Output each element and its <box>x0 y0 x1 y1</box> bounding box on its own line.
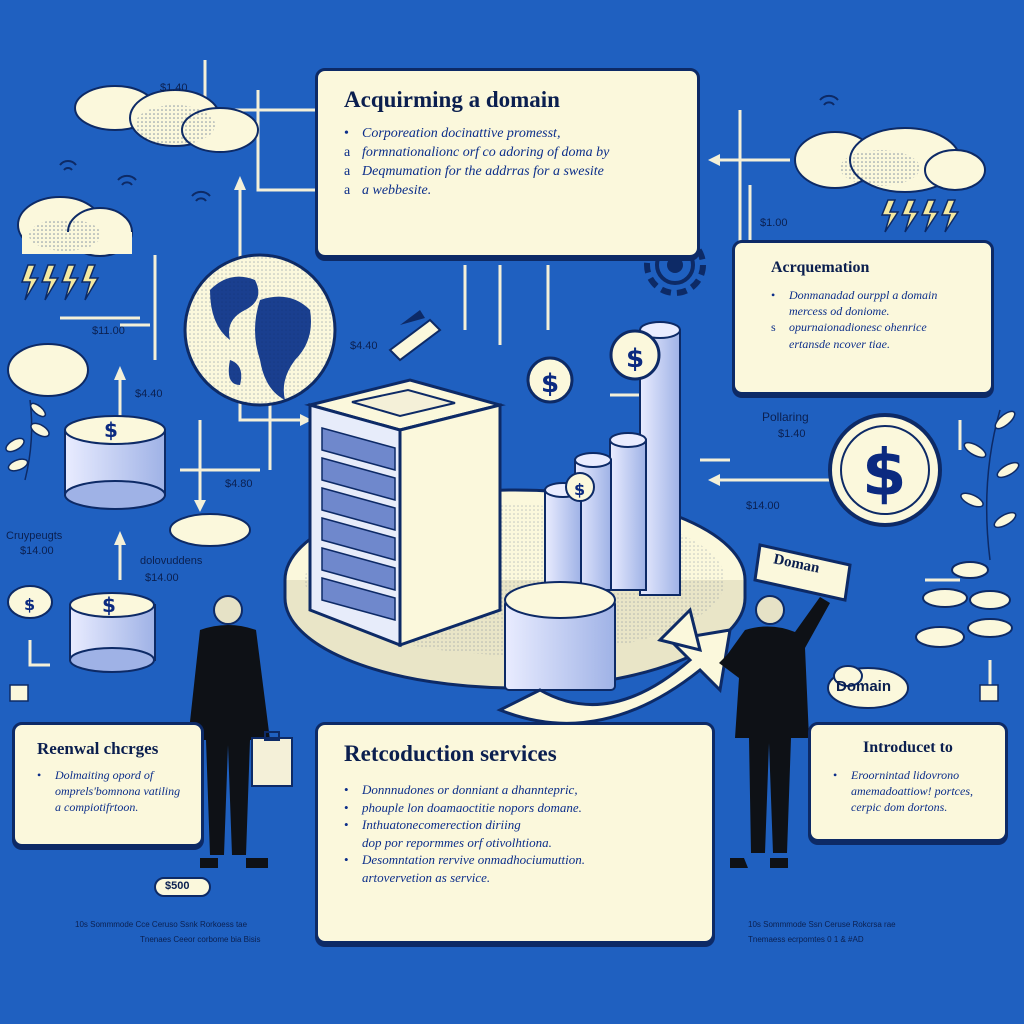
panel-renewal-charges: Reenwal chcrges •Dolmaiting opord of omp… <box>12 722 204 847</box>
price-label: $1.40 <box>160 82 188 94</box>
svg-text:$: $ <box>24 595 35 614</box>
panel-list: •Dolmaiting opord of omprels'bomnona vat… <box>37 767 195 816</box>
panel-list: •Donmanadad ourppl a domain mercess od d… <box>771 287 981 352</box>
domain-sign <box>753 543 852 602</box>
panel-retcoduction-services: Retcoduction services •Donnnudones or do… <box>315 722 715 944</box>
cloud-icon <box>794 127 986 193</box>
panel-introduct: Introducet to •Eroornintad lidovrono ame… <box>808 722 1008 842</box>
svg-text:$: $ <box>541 369 559 399</box>
server-tower-icon <box>304 378 506 648</box>
panel-list: •Donnnudones or donniant a dhanntepric, … <box>344 781 702 886</box>
footer-note-right-2: Tnemaess ecrpomtes 0 1 & #AD <box>748 935 864 944</box>
person-icon <box>719 595 830 868</box>
svg-text:$: $ <box>626 344 644 374</box>
price-label: $4.80 <box>225 478 253 490</box>
price-label: $1.40 <box>778 428 806 440</box>
footer-note-left: 10s Sommmode Cce Ceruso Ssnk Rorkoess ta… <box>75 920 248 929</box>
pen-icon <box>388 310 442 362</box>
panel-title: Acquirming a domain <box>344 87 560 112</box>
list-item: •Donmanadad ourppl a domain <box>771 288 938 302</box>
svg-text:$: $ <box>102 593 116 617</box>
panel-title: Retcoduction services <box>344 741 557 766</box>
price-label: $14.00 <box>145 572 179 584</box>
list-item: •phouple lon doamaoctitie nopors domane. <box>344 799 582 815</box>
svg-text:$: $ <box>862 437 907 511</box>
list-item: •Dolmaiting opord of <box>37 768 154 782</box>
list-item: dop por repormmes orf otivolhtiona. <box>362 834 552 850</box>
price-label: $500 <box>165 880 190 892</box>
list-item: •Desomntation rervive onmadhociumuttion. <box>344 852 586 868</box>
price-label: $11.00 <box>92 325 125 337</box>
list-item: cerpic dom dortons. <box>851 800 948 815</box>
price-label: $4.40 <box>135 388 163 400</box>
cruypeugs-label: Cruypeugts <box>6 530 63 542</box>
price-label: $14.00 <box>20 545 54 557</box>
globe-icon <box>183 253 337 407</box>
domain-cloud-label: Domain <box>836 678 892 695</box>
price-label: $14.00 <box>746 500 780 512</box>
list-item: amemadoattiow! portces, <box>851 784 973 799</box>
cloud-icon <box>74 85 259 153</box>
lightning-icon <box>20 199 960 301</box>
list-item: a compiotifrtoon. <box>55 800 139 815</box>
dolovuddens-label: dolovuddens <box>140 555 203 567</box>
cloud-icon: $ <box>7 585 53 619</box>
briefcase-icon <box>251 731 293 787</box>
panel-acquiring-domain: Acquirming a domain •Corporeation docina… <box>315 68 700 258</box>
panel-title: Reenwal chcrges <box>37 739 159 758</box>
price-label: $4.40 <box>350 340 378 352</box>
list-item: artovervetion as service. <box>362 869 491 885</box>
svg-text:$: $ <box>104 418 118 442</box>
footer-note-left-2: Tnenaes Ceeor corbome bia Bisis <box>140 935 261 944</box>
list-item: ertansde ncover tiae. <box>789 336 890 351</box>
plant-icon <box>5 399 1020 561</box>
panel-title: Acrquemation <box>771 259 870 276</box>
footer-note-right: 10s Sommmode Ssn Ceruse Rokcrsa rae <box>748 920 896 929</box>
dollar-coin-icon: $ $ $ $ <box>526 329 942 527</box>
price-label: $1.00 <box>760 217 788 229</box>
pollaring-label: Pollaring <box>762 410 809 424</box>
person-icon <box>188 595 270 868</box>
list-item: mercess od doniome. <box>789 304 890 319</box>
panel-title: Introducet to <box>863 739 953 756</box>
panel-list: •Eroornintad lidovrono amemadoattiow! po… <box>833 767 999 816</box>
list-item: •Inthuatonecomerection diriing <box>344 817 521 833</box>
cloud-icon <box>17 196 133 257</box>
wifi-icon <box>59 94 839 202</box>
coin-stack-icon <box>915 561 1013 648</box>
panel-acquememation: Acrquemation •Donmanadad ourppl a domain… <box>732 240 994 395</box>
list-item: •Eroornintad lidovrono <box>833 768 960 782</box>
coin-stack-icon: $ $ <box>7 343 251 673</box>
list-item: •Donnnudones or donniant a dhanntepric, <box>344 782 578 797</box>
list-item: •Corporeation docinattive promesst, <box>344 126 561 141</box>
price-tag <box>154 877 211 897</box>
cloud-icon <box>827 665 909 709</box>
list-item: omprels'bomnona vatiling <box>55 784 181 799</box>
package-icon <box>9 684 999 702</box>
svg-text:$: $ <box>574 480 585 499</box>
